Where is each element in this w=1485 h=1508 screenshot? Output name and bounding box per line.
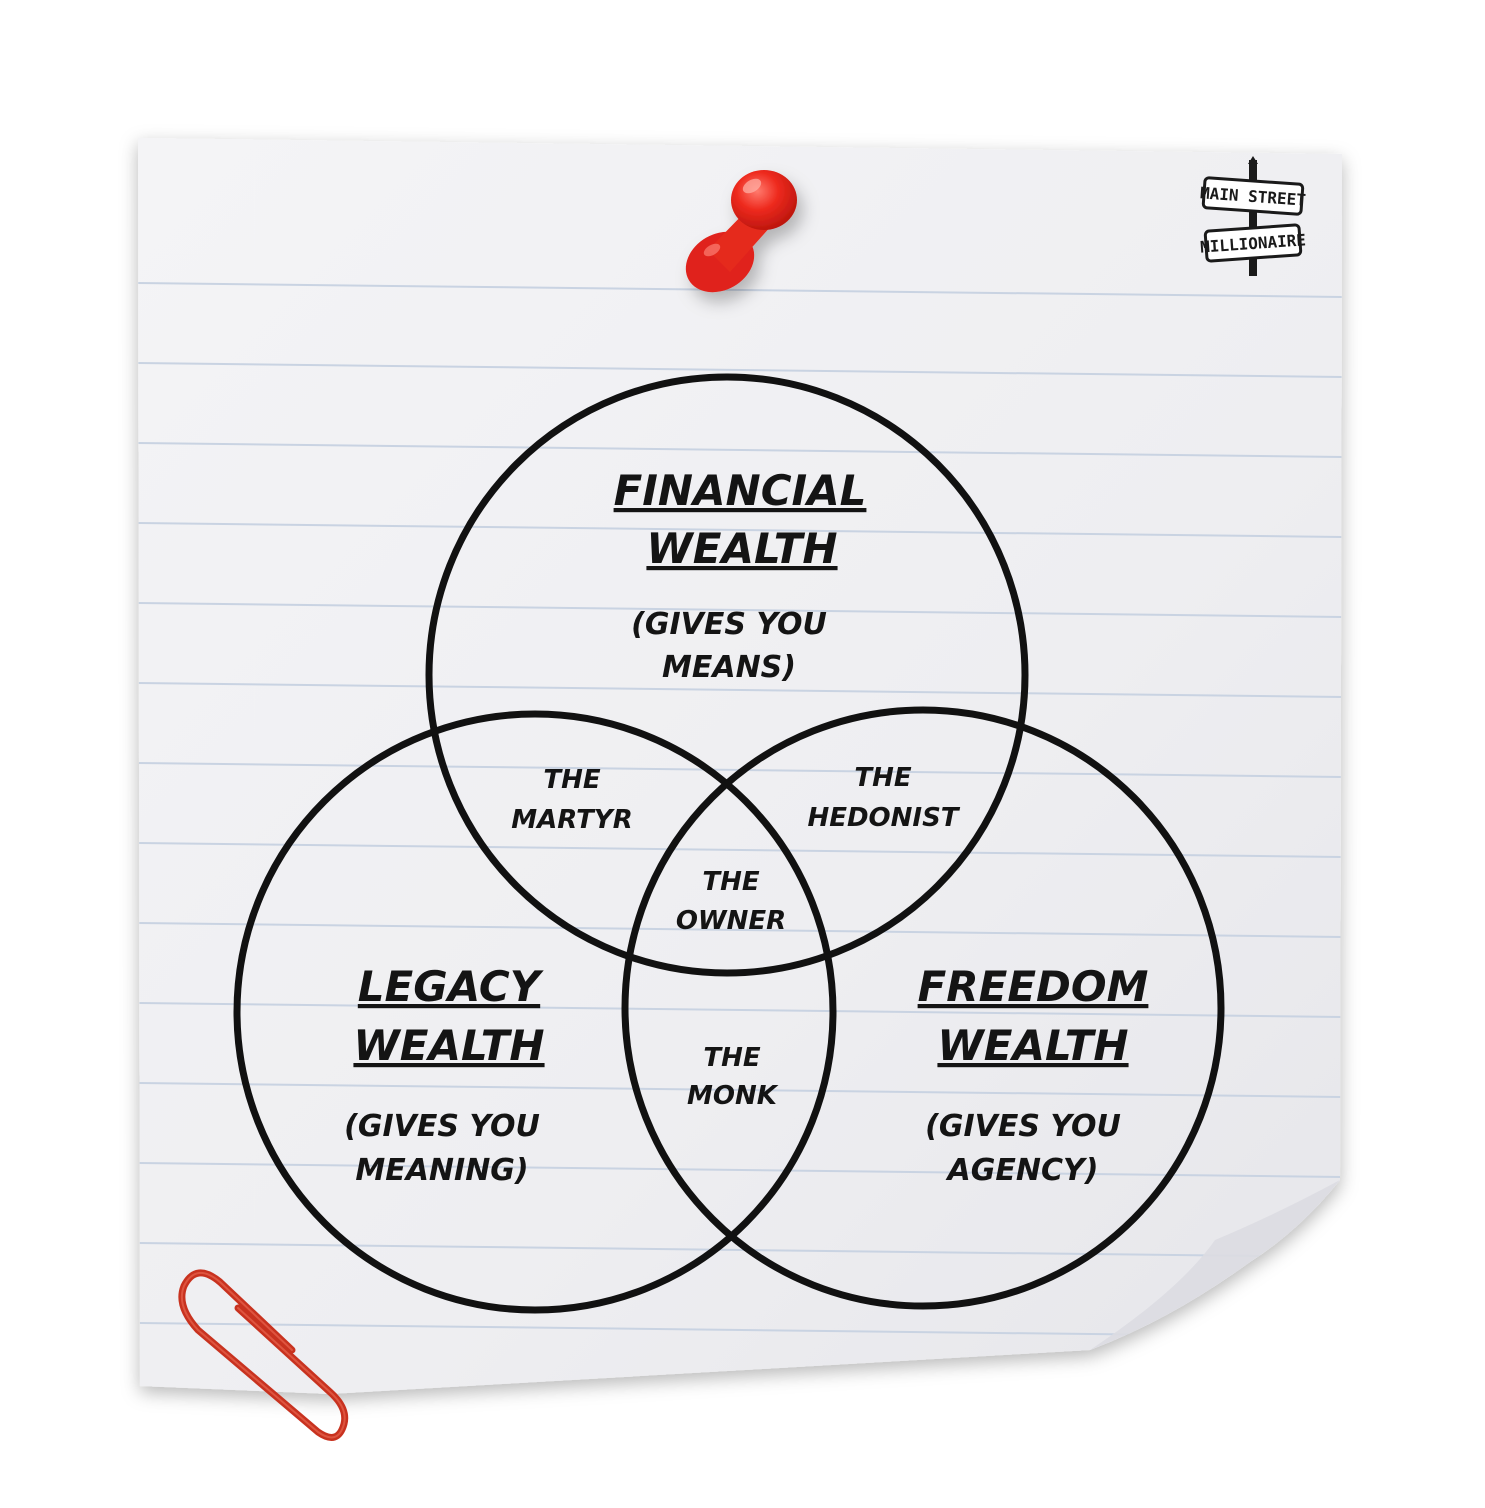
- legacy-desc-line-2: MEANING): [355, 1153, 528, 1188]
- freedom-title-line-1: FREEDOM: [918, 962, 1149, 1011]
- paper-body: [138, 138, 1342, 1394]
- circle-financial: [425, 373, 1029, 977]
- street-sign-logo-icon: MAIN STREET MILLIONAIRE: [1199, 156, 1307, 276]
- venn-diagram: FINANCIAL WEALTH (GIVES YOU MEANS) LEGAC…: [233, 373, 1225, 1314]
- financial-title-line-1: FINANCIAL: [614, 466, 867, 515]
- monk-line-1: THE: [703, 1043, 760, 1073]
- paper-curl: [1090, 1180, 1340, 1350]
- freedom-title-line-2: WEALTH: [937, 1021, 1128, 1070]
- rule-line: [138, 1162, 1342, 1178]
- financial-title-line-2: WEALTH: [646, 524, 837, 573]
- martyr-line-1: THE: [543, 765, 600, 795]
- hedonist-line-2: HEDONIST: [807, 803, 960, 833]
- rule-line: [138, 442, 1342, 458]
- push-pin-icon: [685, 170, 797, 293]
- legacy-title-line-2: WEALTH: [353, 1021, 544, 1070]
- paper-clip-icon: [178, 1269, 349, 1441]
- rule-line: [138, 1002, 1342, 1018]
- rule-line: [138, 1082, 1342, 1098]
- legacy-title-line-1: LEGACY: [358, 962, 544, 1011]
- owner-line-1: THE: [702, 867, 759, 897]
- owner-line-2: OWNER: [676, 906, 786, 936]
- ruled-lines: [138, 282, 1342, 1338]
- martyr-line-2: MARTYR: [511, 805, 632, 835]
- rule-line: [138, 602, 1342, 618]
- financial-desc-line-1: (GIVES YOU: [631, 607, 827, 642]
- hedonist-line-1: THE: [854, 763, 911, 793]
- rule-line: [138, 842, 1342, 858]
- financial-desc-line-2: MEANS): [662, 650, 796, 685]
- monk-line-2: MONK: [687, 1081, 779, 1111]
- legacy-desc-line-1: (GIVES YOU: [344, 1109, 540, 1144]
- rule-line: [138, 362, 1342, 378]
- rule-line: [138, 282, 1342, 298]
- circle-freedom: [621, 706, 1225, 1310]
- rule-line: [138, 1242, 1342, 1258]
- paper-sheet: [138, 138, 1342, 1394]
- freedom-desc-line-1: (GIVES YOU: [925, 1109, 1121, 1144]
- rule-line: [138, 922, 1342, 938]
- circle-legacy: [233, 710, 837, 1314]
- freedom-desc-line-2: AGENCY): [946, 1153, 1099, 1188]
- rule-line: [138, 522, 1342, 538]
- rule-line: [138, 682, 1342, 698]
